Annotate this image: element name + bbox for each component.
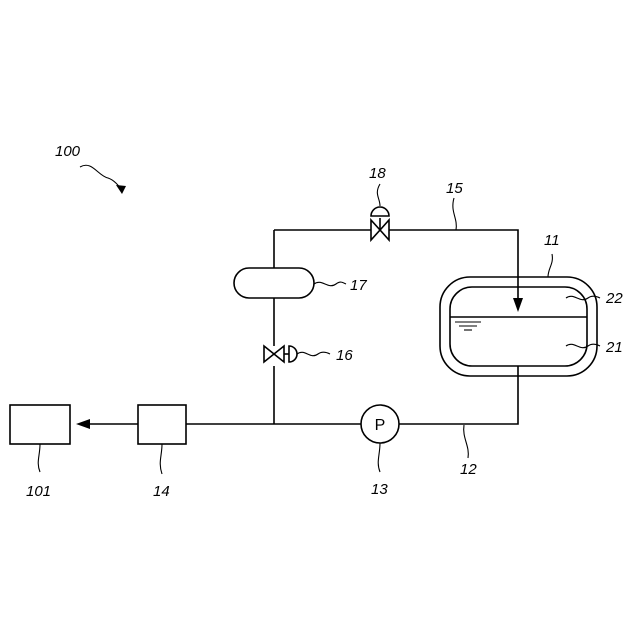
bypass-inlet-arrow-head <box>513 298 523 312</box>
leader-14 <box>160 444 162 474</box>
label-13: 13 <box>371 481 388 498</box>
label-15: 15 <box>446 180 463 197</box>
pump-symbol: P <box>375 417 386 434</box>
label-11: 11 <box>544 232 560 249</box>
leader-12 <box>464 425 469 458</box>
vessel-17 <box>234 268 314 298</box>
component-box-14 <box>138 405 186 444</box>
label-100: 100 <box>55 143 81 160</box>
arrow-100-head <box>116 185 126 194</box>
leader-101 <box>38 444 40 472</box>
label-17: 17 <box>350 277 367 294</box>
label-16: 16 <box>336 347 353 364</box>
leader-11 <box>548 254 552 277</box>
leader-15 <box>453 198 456 230</box>
label-14: 14 <box>153 483 170 500</box>
leader-13 <box>378 443 380 472</box>
label-101: 101 <box>26 483 51 500</box>
leader-16 <box>297 352 330 356</box>
label-18: 18 <box>369 165 386 182</box>
label-21: 21 <box>605 339 623 356</box>
valve-18-actuator <box>371 207 389 216</box>
arrow-100-leader <box>80 165 122 190</box>
label-12: 12 <box>460 461 477 478</box>
leader-21 <box>566 344 600 348</box>
leader-18 <box>377 184 380 206</box>
outlet-arrow-head <box>76 419 90 429</box>
receiver-box-101 <box>10 405 70 444</box>
valve-16-actuator <box>289 346 297 362</box>
label-22: 22 <box>605 290 623 307</box>
bypass-line-15-right <box>389 230 518 300</box>
return-line-12 <box>399 366 518 424</box>
valve-16-body <box>264 346 284 362</box>
leader-17 <box>314 282 346 286</box>
